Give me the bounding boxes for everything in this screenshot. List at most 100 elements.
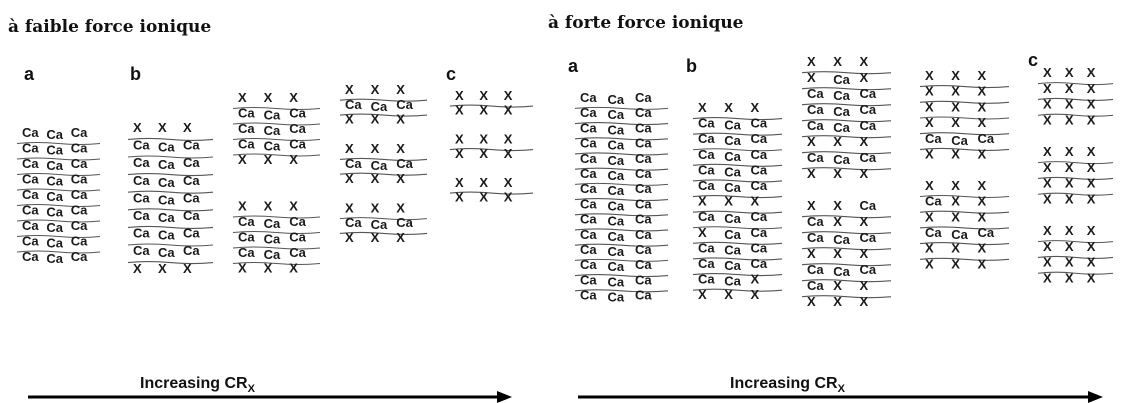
calcium-token: Ca [608,153,625,168]
surface-line [127,243,214,247]
exchanger-token: X [860,214,869,229]
calcium-token: Ca [345,215,362,230]
calcium-token: Ca [635,196,652,211]
exchanger-token: X [925,209,934,224]
exchanger-token: X [264,261,273,276]
surface-line [801,167,892,171]
calcium-token: Ca [833,232,850,247]
surface-line [801,135,892,139]
calcium-token: Ca [396,156,413,171]
surface-line [127,137,214,141]
exchanger-token: X [978,209,987,224]
exchanger-token: X [479,190,488,205]
exchanger-token: X [698,100,707,115]
surface-line [16,172,101,177]
surface-line [919,194,1010,199]
calcium-token: Ca [608,183,625,198]
surface-line [919,85,1010,89]
surface-line [919,132,1010,136]
calcium-token: Ca [183,208,200,223]
exchanger-token: X [1065,223,1074,238]
calcium-token: Ca [238,137,255,152]
surface-line [692,210,783,214]
calcium-token: Ca [71,249,88,264]
exchanger-token: X [1087,160,1096,175]
surface-line [574,274,669,278]
calcium-token: Ca [751,178,768,193]
exchanger-token: X [1065,176,1074,191]
calcium-token: Ca [807,278,824,293]
exchanger-token: X [698,287,707,302]
exchanger-token: X [1065,239,1074,254]
calcium-token: Ca [698,162,715,177]
exchanger-token: X [951,178,960,193]
calcium-token: Ca [833,264,850,279]
surface-line [801,263,892,267]
surface-line [574,289,669,293]
calcium-token: Ca [724,118,741,133]
surface-line [1037,176,1114,180]
exchanger-token: X [978,147,987,162]
calcium-token: Ca [608,229,625,244]
surface-line [127,225,214,229]
surface-line [801,247,892,251]
exchanger-token: X [396,141,405,156]
calcium-token: Ca [22,218,39,233]
calcium-token: Ca [22,141,39,156]
calcium-token: Ca [580,151,597,166]
exchanger-token: X [951,241,960,256]
exchanger-token: X [1087,191,1096,206]
exchanger-token: X [978,99,987,114]
calcium-token: Ca [580,181,597,196]
exchanger-token: X [807,294,816,309]
surface-line [1037,271,1114,275]
exchanger-token: X [807,134,816,149]
exchanger-token: X [1043,223,1052,238]
calcium-token: Ca [807,86,824,101]
calcium-token: Ca [264,108,281,123]
axis-arrow-low [28,391,512,403]
calcium-token: Ca [183,138,200,153]
calcium-token: Ca [698,256,715,271]
exchanger-token: X [807,198,816,213]
exchanger-token: X [345,171,354,186]
exchanger-token: X [925,115,934,130]
calcium-token: Ca [635,120,652,135]
exchanger-token: X [1065,81,1074,96]
exchanger-token: X [479,132,488,147]
exchanger-token: X [1065,144,1074,159]
surface-line [339,98,428,102]
exchanger-token: X [751,272,760,287]
exchanger-token: X [504,175,513,190]
exchanger-token: X [396,112,405,127]
calcium-token: Ca [238,245,255,260]
calcium-token: Ca [833,88,850,103]
